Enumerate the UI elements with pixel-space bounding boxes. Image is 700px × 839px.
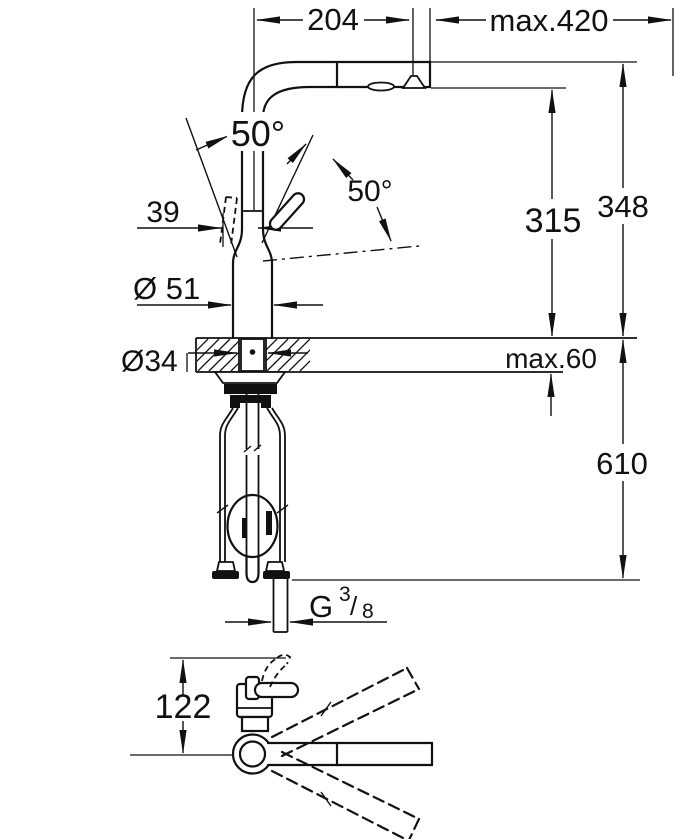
hose-weight xyxy=(226,493,279,559)
faucet-front-view xyxy=(231,60,432,340)
dim-overall-height: 348 xyxy=(597,189,649,224)
counter-hatch-right xyxy=(266,339,310,371)
thread-denominator: 8 xyxy=(362,600,374,623)
lever-rest-position xyxy=(219,196,238,246)
mounting-hardware xyxy=(212,371,290,633)
lever-tilted-position xyxy=(268,192,306,231)
dimension-labels: 204 max.420 50° 50° 39 Ø 51 Ø34 315 348 … xyxy=(121,2,649,726)
thread-letter: G xyxy=(309,589,333,624)
left-foot xyxy=(212,571,239,579)
dim-deck-thickness: max.60 xyxy=(505,343,597,374)
dim-thread-size: G 3 / 8 xyxy=(309,583,374,624)
thread-slash: / xyxy=(350,591,358,621)
shank-screw xyxy=(249,349,256,355)
swivel-range-upper xyxy=(270,666,421,758)
lever-angle-annotations xyxy=(185,117,420,262)
dim-head-height: 122 xyxy=(155,688,212,726)
dim-spout-height: 315 xyxy=(525,202,582,240)
mounting-washer xyxy=(230,395,271,403)
hose-end xyxy=(245,554,260,584)
aerator-nozzle xyxy=(401,75,427,89)
dim-body-diameter: Ø 51 xyxy=(133,271,200,306)
counter-hatch-left xyxy=(197,339,239,371)
mounting-nut xyxy=(224,384,277,394)
dim-below-deck: 610 xyxy=(596,446,648,481)
plan-lever-raised xyxy=(261,653,292,688)
dim-hole-diameter: Ø34 xyxy=(121,345,178,378)
dim-lever-angle-back: 50° xyxy=(231,113,285,154)
body-right-edge xyxy=(261,209,274,340)
release-button xyxy=(367,81,395,92)
spout-outline xyxy=(240,60,432,120)
plan-lever xyxy=(253,681,300,699)
dim-pullout-max: max.420 xyxy=(490,3,609,38)
dim-lever-angle-front: 50° xyxy=(347,175,392,208)
swivel-base-outer xyxy=(231,733,274,775)
check-valve xyxy=(263,571,290,579)
faucet-plan-view xyxy=(231,653,434,839)
mounting-shank xyxy=(240,338,265,372)
dim-reach: 204 xyxy=(307,2,359,37)
base-flange xyxy=(213,371,287,384)
body-left-edge xyxy=(231,209,244,340)
thread-numerator: 3 xyxy=(339,583,351,606)
dimension-lines xyxy=(130,8,674,756)
swivel-range-lower xyxy=(270,750,421,839)
swivel-base-inner xyxy=(238,740,267,768)
dim-lever-reach: 39 xyxy=(146,196,179,229)
